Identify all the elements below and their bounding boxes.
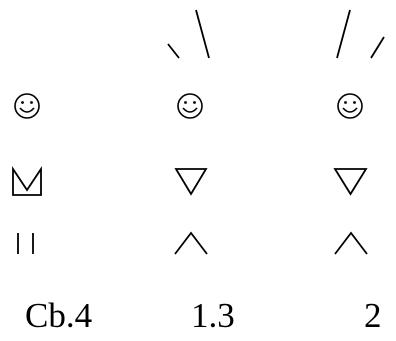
- smiley-icon: [14, 93, 40, 119]
- down-triangle-icon: [174, 168, 208, 196]
- column-label: 1.3: [191, 296, 235, 335]
- parallel-legs-icon: [17, 233, 34, 254]
- column-label: Cb.4: [25, 296, 92, 335]
- caret-legs-icon: [334, 231, 368, 255]
- smiley-icon: [337, 93, 363, 119]
- column-cb4: Cb.4: [12, 93, 92, 335]
- column-1-3: 1.3: [167, 9, 235, 335]
- antenna-icon: [336, 9, 385, 59]
- antenna-icon: [167, 9, 210, 59]
- caret-legs-icon: [174, 231, 208, 255]
- column-label: 2: [364, 296, 382, 335]
- down-triangle-with-v-icon: [12, 166, 42, 196]
- smiley-icon: [177, 93, 203, 119]
- column-2: 2: [333, 9, 385, 335]
- down-triangle-icon: [333, 168, 368, 196]
